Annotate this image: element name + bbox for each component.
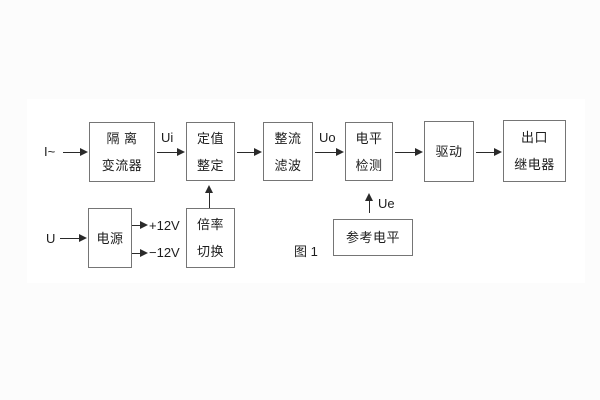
block-label: 定值 xyxy=(196,130,224,146)
block-label: 检测 xyxy=(355,157,383,173)
block-label: 切换 xyxy=(196,244,224,259)
arrow-setting-to-filter xyxy=(237,148,262,156)
block-label: 驱动 xyxy=(435,144,463,159)
block-label: 出口 xyxy=(520,130,548,145)
arrow-shaft xyxy=(315,151,339,153)
arrow-ratio-to-setting xyxy=(205,185,213,208)
block-label: 整流 xyxy=(274,130,302,146)
arrow-minus-12v xyxy=(132,249,148,257)
arrow-drive-to-relay xyxy=(476,148,502,156)
arrowhead-right-icon xyxy=(140,221,148,229)
block-reference-level: 参考电平 xyxy=(333,219,413,256)
arrow-shaft xyxy=(157,151,180,153)
label-plus-12v: +12V xyxy=(149,218,180,233)
figure-caption: 图 1 xyxy=(294,244,318,259)
block-output-relay: 出口 继电器 xyxy=(503,120,566,182)
block-label: 参考电平 xyxy=(345,230,400,245)
block-isolation-transformer: 隔 离 变流器 xyxy=(89,122,155,182)
arrow-detect-to-drive xyxy=(395,148,423,156)
arrow-input-voltage xyxy=(60,234,87,242)
arrow-shaft xyxy=(237,151,257,153)
arrow-shaft xyxy=(63,151,83,153)
arrow-shaft xyxy=(132,224,143,226)
block-label: 滤波 xyxy=(274,157,302,173)
block-power-supply: 电源 xyxy=(88,208,132,268)
arrow-shaft xyxy=(60,237,82,239)
block-value-setting: 定值 整定 xyxy=(186,122,235,181)
arrow-shaft xyxy=(476,151,497,153)
arrow-shaft xyxy=(208,190,210,208)
arrow-ue xyxy=(365,193,373,213)
label-ue: Ue xyxy=(378,196,395,211)
arrowhead-up-icon xyxy=(205,185,213,193)
arrow-ui xyxy=(157,148,185,156)
arrow-plus-12v xyxy=(132,221,148,229)
block-rectify-filter: 整流 滤波 xyxy=(263,122,313,181)
label-uo: Uo xyxy=(319,130,336,145)
label-ui: Ui xyxy=(161,130,174,145)
block-level-detect: 电平 检测 xyxy=(345,122,393,181)
block-label: 整定 xyxy=(196,157,224,173)
block-label: 变流器 xyxy=(101,158,143,173)
arrow-shaft xyxy=(395,151,418,153)
arrowhead-right-icon xyxy=(79,234,87,242)
block-label: 继电器 xyxy=(514,157,555,172)
arrowhead-right-icon xyxy=(336,148,344,156)
arrow-shaft xyxy=(132,252,143,254)
arrowhead-up-icon xyxy=(365,193,373,201)
label-input-voltage: U xyxy=(46,231,56,246)
arrowhead-right-icon xyxy=(415,148,423,156)
arrowhead-right-icon xyxy=(80,148,88,156)
arrow-shaft xyxy=(368,198,370,213)
block-ratio-switch: 倍率 切换 xyxy=(186,208,235,268)
arrowhead-right-icon xyxy=(254,148,262,156)
arrow-uo xyxy=(315,148,344,156)
arrowhead-right-icon xyxy=(140,249,148,257)
arrow-input-current xyxy=(63,148,88,156)
arrowhead-right-icon xyxy=(494,148,502,156)
block-label: 电平 xyxy=(355,130,383,146)
block-label: 电源 xyxy=(96,230,124,246)
arrowhead-right-icon xyxy=(177,148,185,156)
block-label: 倍率 xyxy=(196,217,224,232)
label-minus-12v: −12V xyxy=(149,245,180,260)
label-input-current: I~ xyxy=(44,144,56,159)
block-label: 隔 离 xyxy=(106,131,138,146)
block-drive: 驱动 xyxy=(424,121,474,182)
